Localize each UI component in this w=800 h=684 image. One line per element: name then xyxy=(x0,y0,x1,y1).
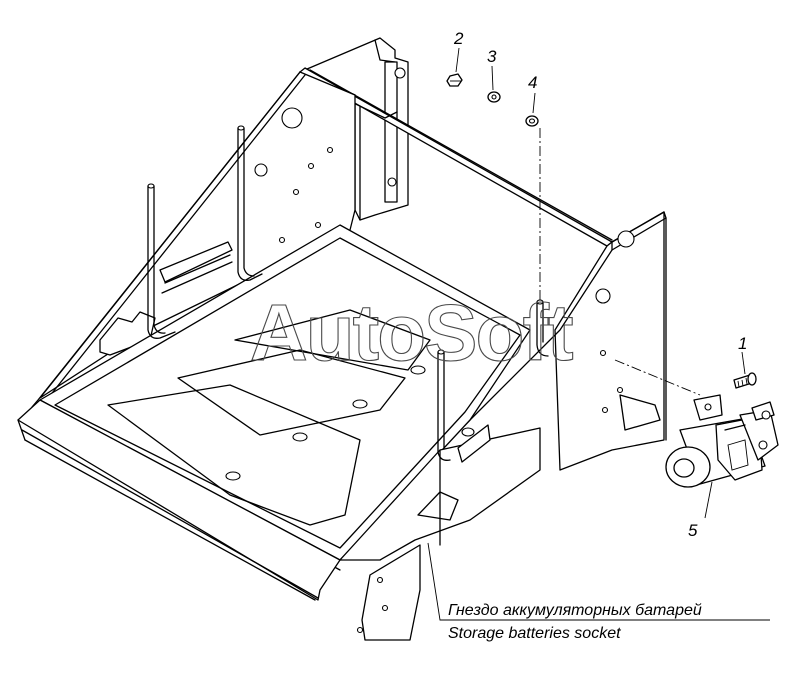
battery-switch-icon xyxy=(665,394,779,488)
socket-leader xyxy=(427,542,770,621)
right-side-wall xyxy=(439,211,667,471)
callout-3: 3 xyxy=(487,47,497,66)
fasteners xyxy=(446,73,539,127)
watermark: AutoSoft xyxy=(250,288,573,377)
bolt-icon xyxy=(733,372,757,389)
callout-2: 2 xyxy=(453,29,464,48)
caption-english: Storage batteries socket xyxy=(448,625,621,642)
callout-5: 5 xyxy=(688,521,698,540)
j-bolts xyxy=(147,125,549,461)
callout-1: 1 xyxy=(738,334,747,353)
caption-russian: Гнездо аккумуляторных батарей xyxy=(448,602,702,619)
callout-leaders xyxy=(455,47,746,519)
rear-wall xyxy=(299,37,409,221)
callout-4: 4 xyxy=(528,73,537,92)
nut-icon xyxy=(446,73,463,87)
front-lip xyxy=(17,399,341,601)
right-front-panel xyxy=(339,424,541,641)
left-side-wall xyxy=(31,71,356,408)
